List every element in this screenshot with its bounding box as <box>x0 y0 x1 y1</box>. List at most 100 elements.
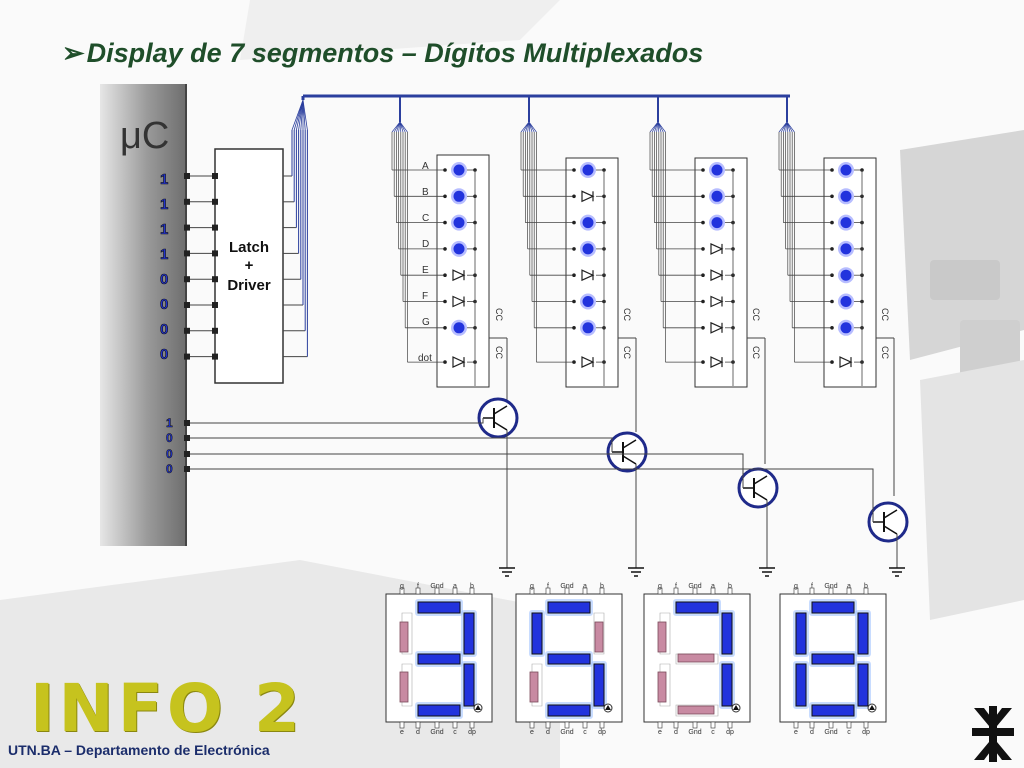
pin-top <box>863 587 869 595</box>
latch-driver-block <box>214 148 284 384</box>
pin-bottom <box>673 721 679 729</box>
node-dot <box>443 220 447 225</box>
d3-pin-top-4: b <box>728 583 732 590</box>
data-bit-2: 1 <box>160 221 168 238</box>
node-dot <box>443 360 447 364</box>
pin-top <box>809 587 815 595</box>
bus-fan <box>654 121 659 133</box>
pin-bottom <box>545 721 551 729</box>
led-on <box>453 322 465 334</box>
latch-pin <box>212 353 218 360</box>
segment-off-diode <box>677 653 715 663</box>
pin-top <box>469 587 475 595</box>
segment-c <box>593 663 605 707</box>
transistor-collector <box>883 509 898 519</box>
select-bit-0: 1 <box>166 416 173 430</box>
led-on <box>840 217 852 229</box>
pin-top <box>793 587 799 595</box>
segment-c <box>721 663 733 707</box>
mcu-pin <box>184 224 190 231</box>
bus-fan <box>656 121 659 133</box>
latch-label-line2: + <box>245 257 254 274</box>
d4-pin-bot-0: e <box>794 729 798 736</box>
select-bit-3: 0 <box>166 462 173 476</box>
d3-pin-bot-2: Gnd <box>688 729 701 736</box>
pin-bottom <box>415 721 421 729</box>
transistor-emitter <box>753 491 768 501</box>
transistor-collector <box>493 405 508 415</box>
led-on <box>840 269 852 281</box>
pin-top <box>564 587 570 595</box>
d3-pin-bot-0: e <box>658 729 662 736</box>
led-off-diode <box>452 356 466 369</box>
segment-f <box>531 612 543 655</box>
pin-bottom <box>863 721 869 729</box>
bus-fan <box>528 121 531 133</box>
data-bit-labels: 1 1 1 1 0 0 0 0 <box>160 171 169 364</box>
latch-label-line1: Latch <box>229 239 269 256</box>
d1-pin-top-4: b <box>470 583 474 590</box>
d1-pin-top-2: Gnd <box>430 583 443 590</box>
node-dot <box>701 360 705 364</box>
bus-fan <box>528 121 537 133</box>
node-dot <box>572 194 576 199</box>
wiring <box>283 96 308 358</box>
segment-off-diode <box>657 671 667 703</box>
segment-labels: A B C D E F G dot <box>418 161 432 364</box>
bus-fan <box>396 121 401 133</box>
mcu-select-pins <box>184 420 190 472</box>
node-dot <box>701 273 705 278</box>
led-on <box>711 164 723 176</box>
segment-label-dot: dot <box>418 353 432 364</box>
bus-fan <box>783 121 788 133</box>
pin-top <box>692 587 698 595</box>
node-dot <box>830 220 834 225</box>
segment-d <box>417 704 461 717</box>
d2-pin-top-3: a <box>583 583 587 590</box>
d1-pin-bot-0: e <box>400 729 404 736</box>
d4-pin-bot-4: dp <box>862 729 870 736</box>
cc-label-4b: CC <box>880 346 890 359</box>
latch-pin <box>212 250 218 257</box>
d2-pin-bot-3: c <box>583 729 587 736</box>
bus-fan <box>527 121 530 133</box>
select-wire <box>190 418 484 424</box>
select-bit-2: 0 <box>166 447 173 461</box>
node-dot <box>443 168 447 172</box>
node-dot <box>830 299 834 304</box>
d4-pin-top-1: f <box>811 583 813 590</box>
select-pin <box>184 420 190 426</box>
info2-logo: INFO 2 <box>30 670 304 747</box>
led-on <box>453 243 465 255</box>
pin-bottom <box>793 721 799 729</box>
led-on <box>840 164 852 176</box>
segment-label-g: G <box>422 317 430 328</box>
led-off-diode <box>710 269 724 282</box>
pin-bottom <box>599 721 605 729</box>
pin-top <box>710 587 716 595</box>
seven-segment-digits <box>385 587 887 729</box>
d3-pin-top-0: g <box>658 583 662 590</box>
segment-d <box>547 704 591 717</box>
d2-pin-bot-0: e <box>530 729 534 736</box>
node-dot <box>701 220 705 225</box>
segment-b <box>463 612 475 655</box>
transistor-emitter <box>493 421 508 431</box>
segment-f <box>795 612 807 655</box>
pin-bottom <box>469 721 475 729</box>
dp-arrow <box>605 705 611 710</box>
led-on <box>582 322 594 334</box>
select-wire <box>190 437 613 452</box>
segment-c <box>857 663 869 707</box>
d2-pin-bot-2: Gnd <box>560 729 573 736</box>
segment-a <box>417 601 461 614</box>
d4-pin-bot-1: d <box>810 729 814 736</box>
pin-bottom <box>692 721 698 729</box>
node-dot <box>830 326 834 330</box>
d4-pin-bot-3: c <box>847 729 851 736</box>
led-on <box>582 164 594 176</box>
led-off-diode <box>710 295 724 308</box>
bus-fan <box>785 121 788 133</box>
transistors <box>190 397 909 577</box>
segment-off-diode <box>529 671 539 703</box>
